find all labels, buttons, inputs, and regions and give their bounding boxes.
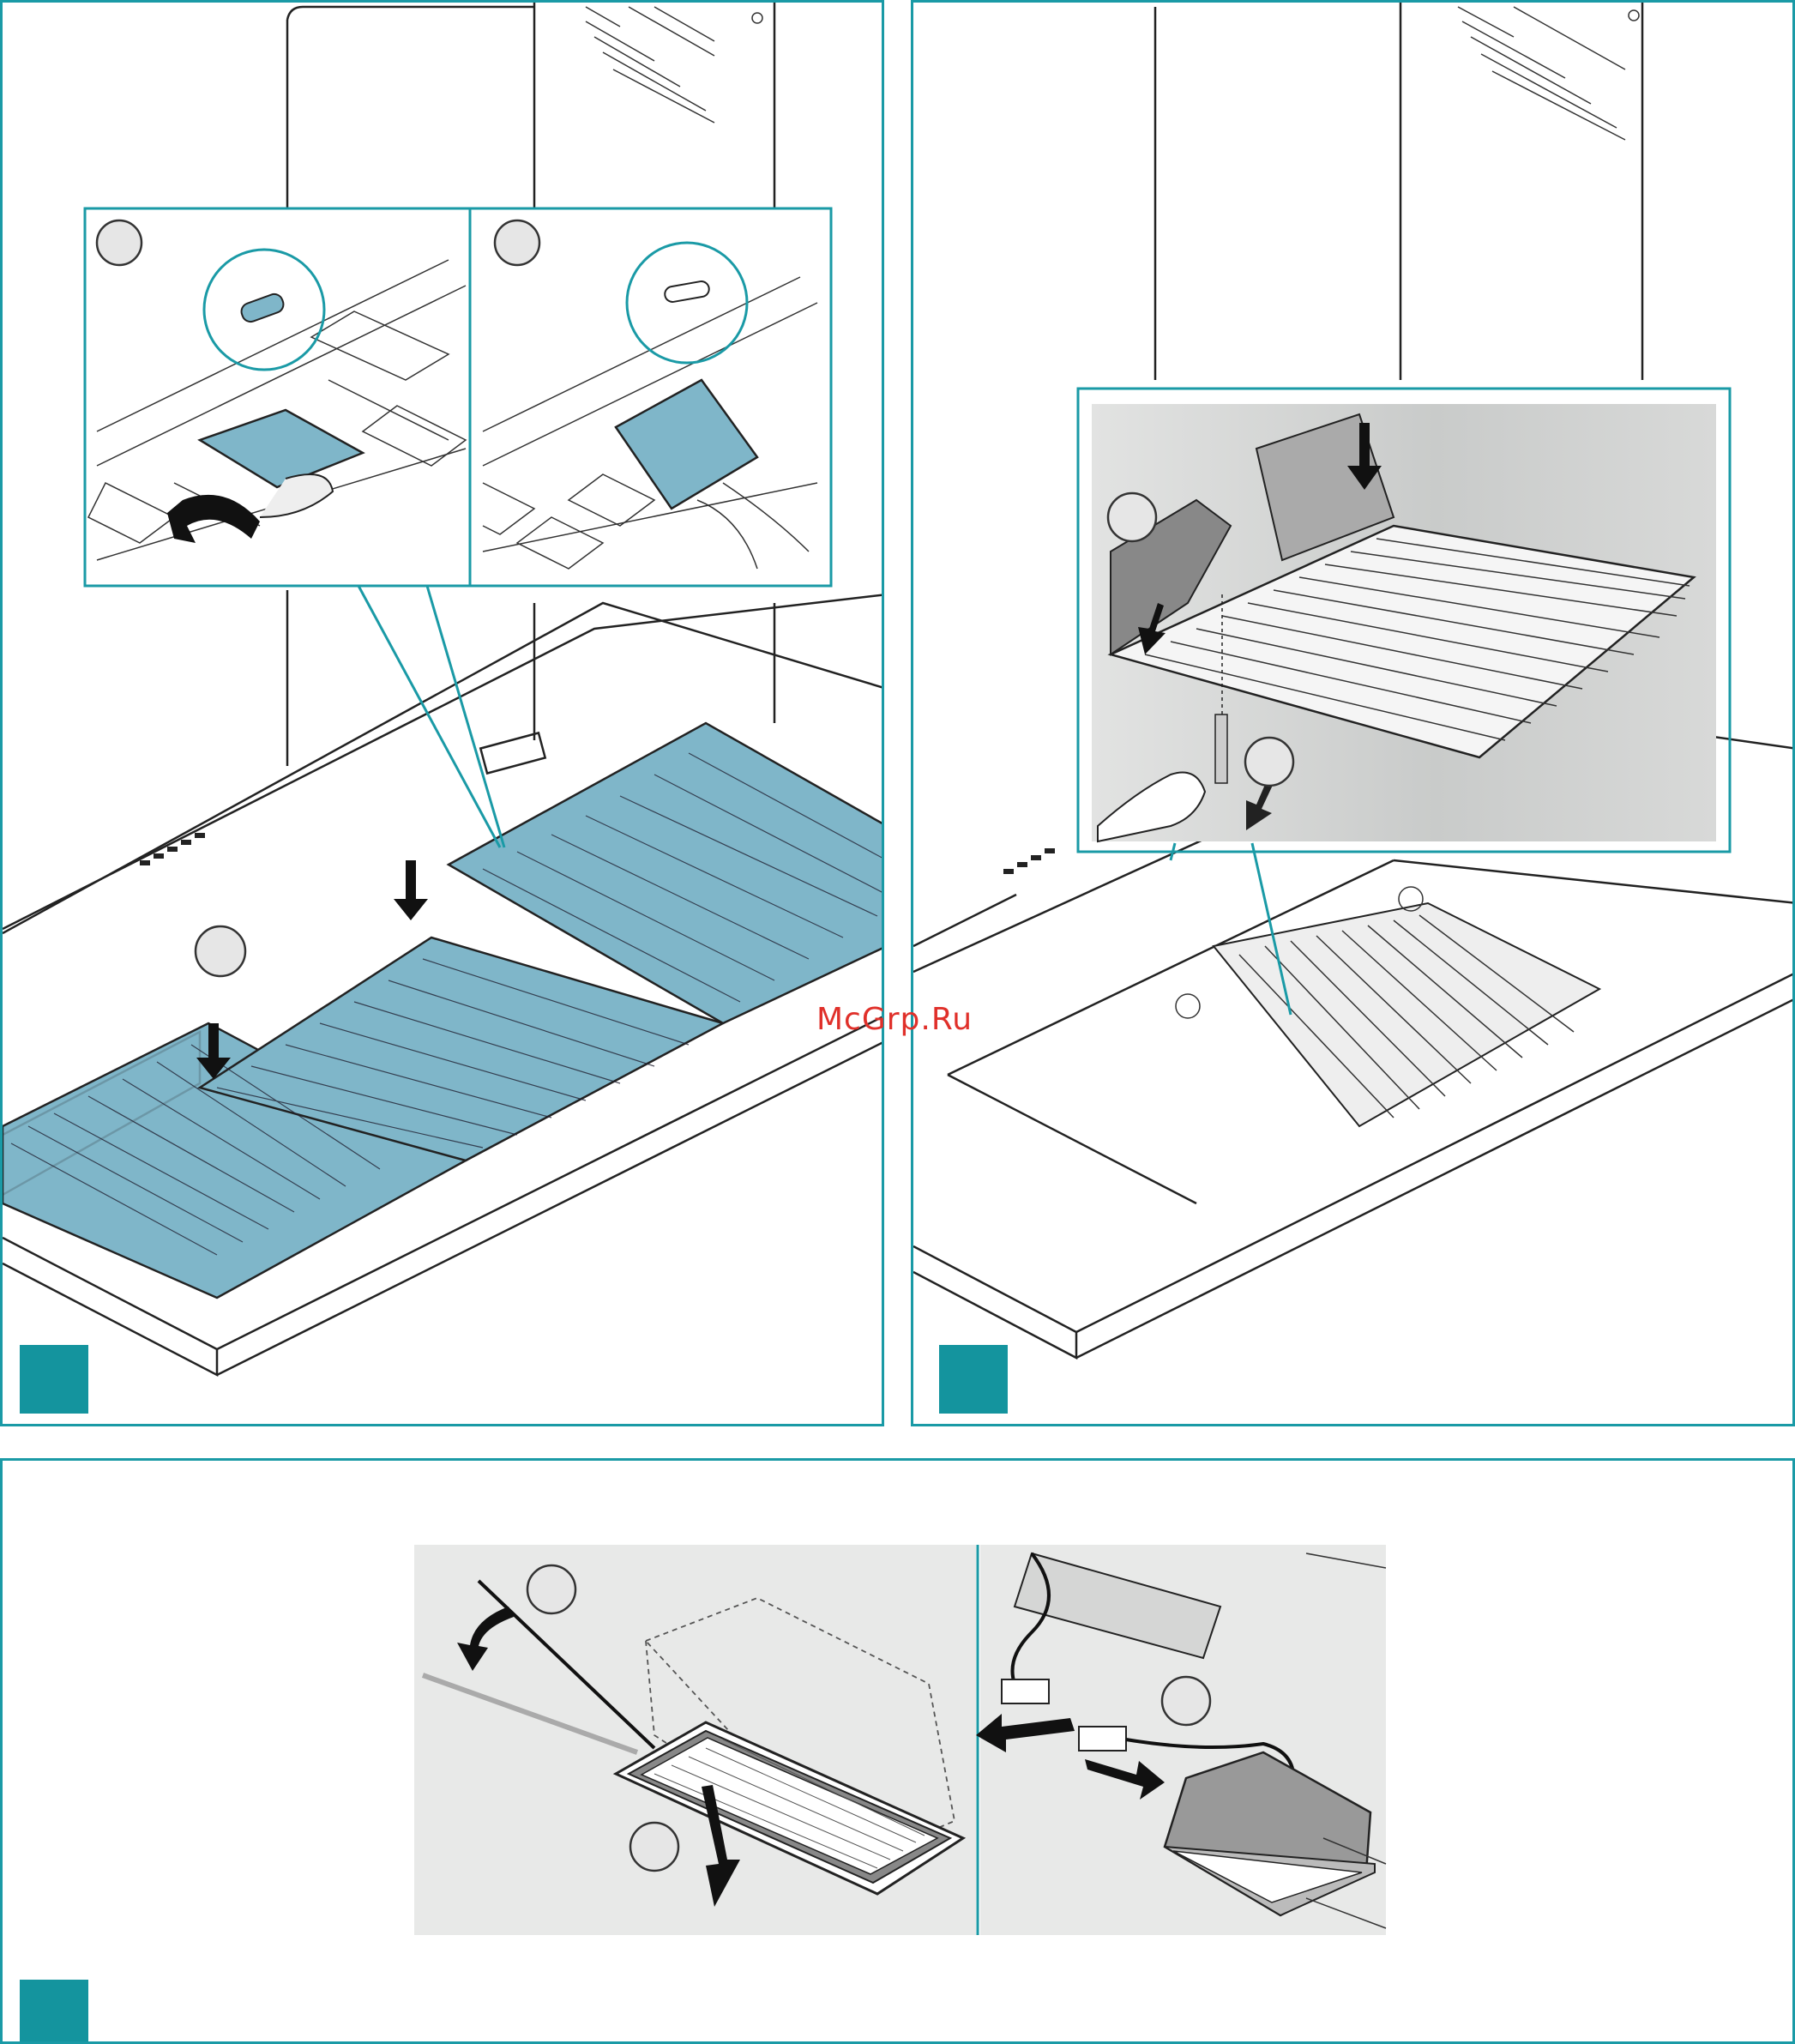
step-badge [20, 1980, 88, 2044]
filter-fixing-illustration [913, 3, 1795, 1426]
odour-filter-removal [414, 1545, 976, 1935]
odour-filter-disconnect [976, 1545, 1386, 1935]
panel-bottom [0, 1458, 1795, 2044]
panel-top-left [0, 0, 884, 1426]
grease-filters [3, 723, 884, 1298]
panel-top-right [911, 0, 1795, 1426]
inset-right [483, 220, 817, 569]
inset-box [85, 208, 831, 586]
step-badge [939, 1345, 1008, 1414]
step-badge [20, 1345, 88, 1414]
odour-filter-illustration [3, 1461, 1795, 2044]
grease-filter-illustration [3, 3, 884, 1426]
callout-lines [358, 586, 504, 847]
chimney [1155, 3, 1642, 380]
inset-left [88, 220, 466, 560]
watermark: McGrp.Ru [816, 1002, 973, 1037]
inset-box [1078, 389, 1730, 852]
